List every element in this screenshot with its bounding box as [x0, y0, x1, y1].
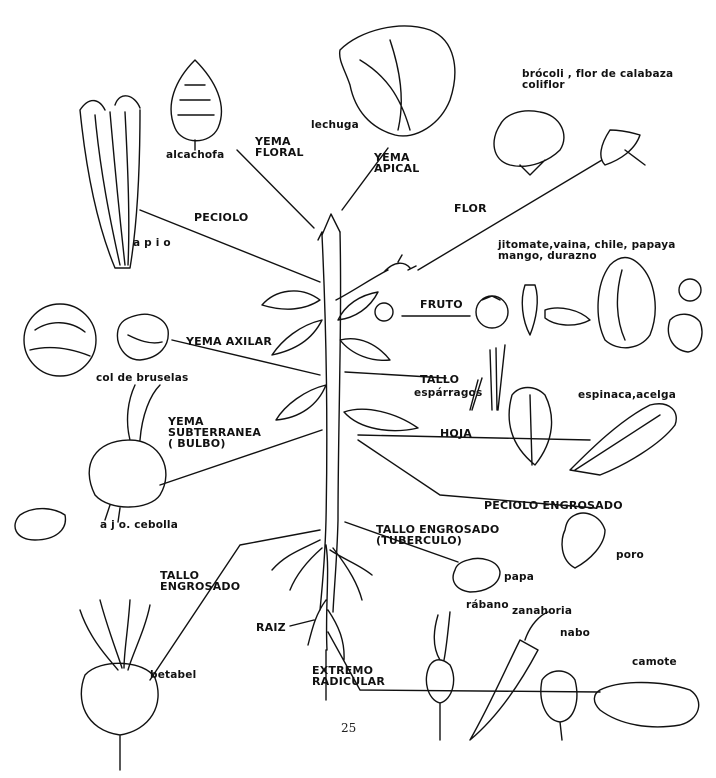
label-peciolo: PECIOLO	[194, 212, 248, 223]
stem-tip	[318, 214, 340, 240]
papa-drawing	[453, 559, 500, 593]
label-papa: papa	[504, 572, 534, 583]
page-number: 25	[341, 721, 356, 735]
label-yema-subterranea: YEMA SUBTERRANEA ( BULBO)	[168, 416, 261, 449]
label-rabano: rábano	[466, 600, 509, 611]
label-jitomate: jitomate,vaina, chile, papaya mango, dur…	[498, 240, 676, 262]
label-yema-axilar: YEMA AXILAR	[186, 336, 272, 347]
label-tallo-engrosado-tuberculo: TALLO ENGROSADO (TUBERCULO)	[376, 524, 499, 546]
flor-calabaza-drawing	[601, 130, 645, 165]
brocoli-drawing	[494, 111, 564, 175]
label-extremo-radicular: EXTREMO RADICULAR	[312, 665, 385, 687]
zanahoria-drawing	[470, 612, 548, 740]
label-col: col de bruselas	[96, 373, 188, 384]
betabel-drawing	[81, 663, 158, 770]
line-hoja	[358, 435, 590, 440]
label-raiz: RAIZ	[256, 622, 286, 633]
papaya-drawing	[598, 258, 655, 348]
label-tallo-engrosado: TALLO ENGROSADO	[160, 570, 240, 592]
chile-drawing	[545, 308, 590, 325]
label-poro: poro	[616, 550, 644, 561]
mango-drawing	[668, 314, 702, 352]
poro-drawing	[562, 513, 605, 568]
nabo-drawing	[541, 671, 577, 740]
label-betabel: betabel	[150, 670, 196, 681]
col-drawing	[24, 304, 96, 376]
line-peciolo-engrosado	[358, 440, 595, 508]
apio-drawing	[80, 96, 140, 268]
bruselas-drawing	[117, 314, 168, 360]
label-fruto: FRUTO	[420, 299, 463, 310]
camote-drawing	[594, 683, 698, 727]
jitomate-drawing	[476, 296, 508, 328]
alcachofa-drawing	[171, 60, 221, 150]
line-yema-floral	[237, 150, 314, 228]
label-camote: camote	[632, 657, 677, 668]
cebolla-drawing	[89, 385, 166, 522]
label-peciolo-engrosado: PECIOLO ENGROSADO	[484, 500, 623, 511]
label-yema-apical: YEMA APICAL	[374, 152, 419, 174]
rabano-drawing	[426, 612, 453, 740]
label-flor: FLOR	[454, 203, 487, 214]
label-esparragos: espárragos	[414, 388, 482, 399]
line-raiz	[290, 620, 314, 626]
label-espinaca: espinaca,acelga	[578, 390, 676, 401]
label-apio: a p i o	[133, 238, 171, 249]
esparragos-drawing	[470, 345, 505, 410]
espinaca-drawing	[509, 388, 551, 466]
label-ajo-cebolla: a j o. cebolla	[100, 520, 178, 531]
label-brocoli: brócoli , flor de calabaza coliflor	[522, 69, 673, 91]
label-yema-floral: YEMA FLORAL	[255, 136, 304, 158]
durazno-drawing	[679, 279, 701, 301]
label-hoja: HOJA	[440, 428, 472, 439]
label-tallo: TALLO	[420, 374, 459, 385]
label-zanahoria: zanahoria	[512, 606, 572, 617]
label-alcachofa: alcachofa	[166, 150, 224, 161]
label-lechuga: lechuga	[311, 120, 359, 131]
ajo-drawing	[15, 509, 65, 540]
label-nabo: nabo	[560, 628, 590, 639]
vaina-drawing	[522, 285, 537, 335]
